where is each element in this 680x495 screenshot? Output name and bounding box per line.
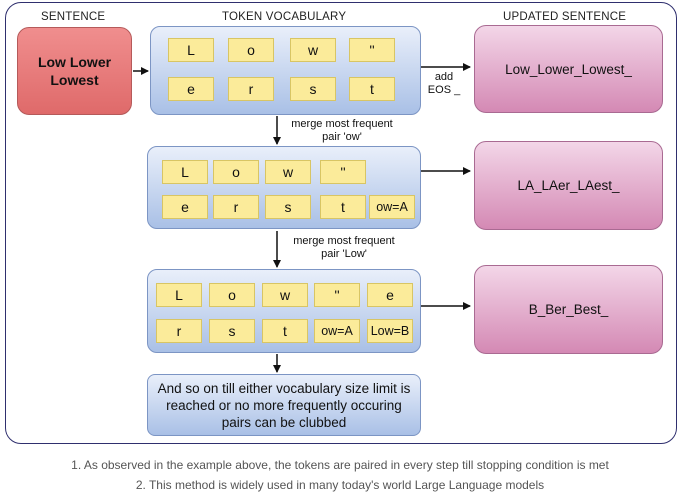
token: '' (349, 38, 395, 62)
token: Low=B (367, 319, 413, 343)
token: w (265, 160, 311, 184)
token: ow=A (314, 319, 360, 343)
vocabulary-box-1: L o w '' e r s t (150, 26, 421, 115)
token: e (162, 195, 208, 219)
input-sentence-box: Low Lower Lowest (17, 27, 132, 115)
caption-line-2: 2. This method is widely used in many to… (135, 478, 545, 492)
token: e (168, 77, 214, 101)
token: e (367, 283, 413, 307)
input-sentence-text: Low Lower Lowest (37, 54, 112, 88)
token: o (209, 283, 255, 307)
token: w (290, 38, 336, 62)
merge-step-1-label: merge most frequent pair 'ow' (291, 118, 393, 143)
token: r (213, 195, 259, 219)
token: o (213, 160, 259, 184)
updated-sentence-text: Low_Lower_Lowest_ (505, 61, 632, 77)
token: r (156, 319, 202, 343)
final-note-box: And so on till either vocabulary size li… (147, 374, 421, 436)
token: r (228, 77, 274, 101)
token: L (156, 283, 202, 307)
token: t (349, 77, 395, 101)
token: '' (320, 160, 366, 184)
token: o (228, 38, 274, 62)
token: w (262, 283, 308, 307)
token: t (262, 319, 308, 343)
header-sentence: SENTENCE (41, 11, 106, 23)
token: s (209, 319, 255, 343)
token: L (168, 38, 214, 62)
token: s (290, 77, 336, 101)
add-eos-label: add EOS _ (427, 71, 461, 96)
caption-line-1: 1. As observed in the example above, the… (71, 458, 609, 472)
final-note-text: And so on till either vocabulary size li… (157, 380, 411, 430)
updated-sentence-box-2: LA_LAer_LAest_ (474, 141, 663, 230)
header-token-vocabulary: TOKEN VOCABULARY (222, 11, 347, 23)
vocabulary-box-3: L o w '' e r s t ow=A Low=B (147, 269, 421, 353)
header-updated-sentence: UPDATED SENTENCE (503, 11, 627, 23)
updated-sentence-box-1: Low_Lower_Lowest_ (474, 25, 663, 113)
merge-step-2-label: merge most frequent pair 'Low' (293, 235, 395, 260)
updated-sentence-text: B_Ber_Best_ (528, 302, 609, 317)
vocabulary-box-2: L o w '' e r s t ow=A (147, 146, 421, 229)
token: ow=A (369, 195, 415, 219)
updated-sentence-box-3: B_Ber_Best_ (474, 265, 663, 354)
token: '' (314, 283, 360, 307)
token: L (162, 160, 208, 184)
token: t (320, 195, 366, 219)
token: s (265, 195, 311, 219)
updated-sentence-text: LA_LAer_LAest_ (517, 178, 620, 193)
